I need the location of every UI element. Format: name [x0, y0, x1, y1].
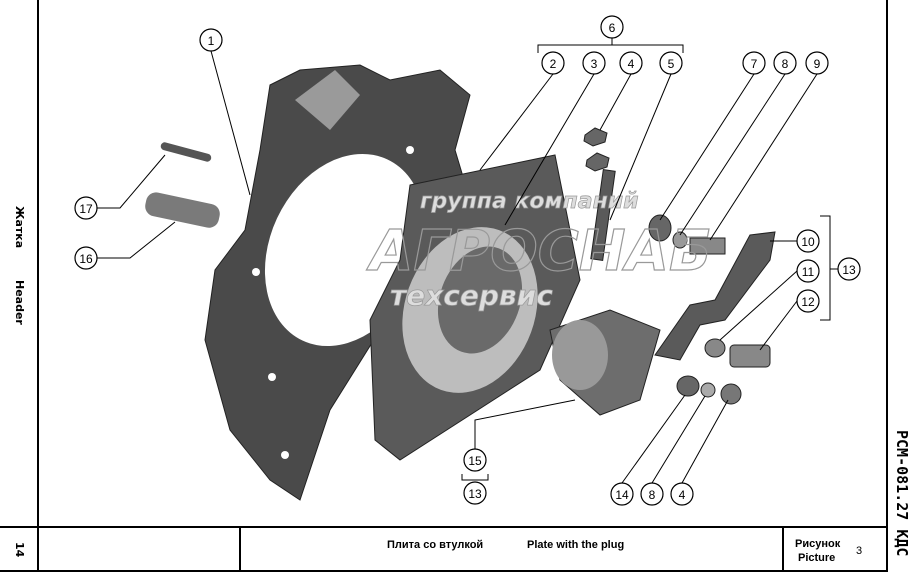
callout-8: 8: [640, 482, 664, 506]
callout-circle: [796, 259, 820, 283]
section-en: Header: [13, 280, 26, 325]
callout-1: 1: [199, 28, 223, 52]
fastener-parts: [583, 127, 776, 405]
callout-label: 16: [79, 252, 93, 266]
callout-label: 11: [802, 265, 815, 279]
callout-12: 12: [796, 289, 820, 313]
callout-label: 1: [208, 34, 215, 48]
callout-11: 11: [796, 259, 820, 283]
callout-label: 13: [842, 263, 856, 277]
page-number-cell: 14: [0, 528, 39, 572]
callout-circle: [600, 15, 624, 39]
watermark-bottom: техсервис: [390, 279, 553, 312]
plate-tab: [295, 70, 360, 130]
pin-16-part: [145, 192, 220, 228]
page-frame: [37, 0, 888, 572]
callout-17: 17: [74, 196, 98, 220]
watermark-top: группа компаний: [420, 189, 639, 214]
callout-circle: [837, 257, 861, 281]
callout-circle: [742, 51, 766, 75]
callout-label: 6: [609, 21, 616, 35]
callout-8: 8: [773, 51, 797, 75]
callout-label: 2: [550, 57, 557, 71]
document-code: РСМ-081.27 КДС: [893, 430, 911, 557]
callout-circle: [619, 51, 643, 75]
callout-5: 5: [659, 51, 683, 75]
callout-circle: [463, 481, 487, 505]
callout-label: 8: [649, 488, 656, 502]
callout-label: 10: [801, 235, 815, 249]
figure-label-ru: Рисунок: [795, 538, 841, 550]
watermark-logo: группа компаний АГРОСНАБ техсервис: [365, 189, 712, 313]
left-strip: Жатка Header: [0, 0, 37, 527]
blank-cell: [39, 528, 241, 572]
callout-circle: [74, 196, 98, 220]
callout-14: 14: [610, 482, 634, 506]
callout-4: 4: [670, 482, 694, 506]
callout-3: 3: [582, 51, 606, 75]
callout-7: 7: [742, 51, 766, 75]
callout-10: 10: [796, 229, 820, 253]
callout-label: 8: [782, 57, 789, 71]
callout-6: 6: [600, 15, 624, 39]
callout-label: 9: [814, 57, 821, 71]
callout-circle: [670, 482, 694, 506]
plate-bolt-holes: [252, 146, 414, 459]
callout-label: 17: [79, 202, 93, 216]
callout-label: 12: [801, 295, 815, 309]
cotter-17-part: [160, 142, 212, 162]
figure-number: 3: [856, 545, 863, 557]
title-en: Plate with the plug: [527, 539, 625, 551]
callout-label: 4: [679, 488, 686, 502]
callout-9: 9: [805, 51, 829, 75]
callout-label: 5: [668, 57, 675, 71]
title-block: 14 Плита со втулкой Plate with the plug …: [0, 526, 888, 572]
plug-face: [552, 320, 608, 390]
callout-15: 15: [463, 448, 487, 472]
figure-cell: Рисунок Picture 3: [784, 528, 888, 572]
flange-bore-inner: [437, 246, 523, 354]
callout-circle: [659, 51, 683, 75]
callout-label: 13: [468, 487, 482, 501]
callout-circle: [582, 51, 606, 75]
leader-lines: [97, 38, 838, 484]
section-ru: Жатка: [13, 206, 26, 249]
page-number: 14: [13, 542, 26, 558]
callout-2: 2: [541, 51, 565, 75]
callout-label: 3: [591, 57, 598, 71]
callout-label: 15: [468, 454, 482, 468]
callout-circle: [199, 28, 223, 52]
callout-label: 4: [628, 57, 635, 71]
callout-circle: [74, 246, 98, 270]
callout-circle: [610, 482, 634, 506]
callout-circle: [796, 289, 820, 313]
callout-circle: [463, 448, 487, 472]
callout-circle: [805, 51, 829, 75]
callout-circle: [640, 482, 664, 506]
callout-circle: [796, 229, 820, 253]
title-ru: Плита со втулкой: [387, 539, 484, 551]
callout-4: 4: [619, 51, 643, 75]
callout-13: 13: [463, 481, 487, 505]
watermark-main: АГРОСНАБ: [366, 219, 712, 284]
figure-label-en: Picture: [798, 552, 836, 564]
callout-label: 14: [615, 488, 629, 502]
callout-circle: [541, 51, 565, 75]
callout-16: 16: [74, 246, 98, 270]
callout-circle: [773, 51, 797, 75]
callout-label: 7: [751, 57, 758, 71]
title-cell: Плита со втулкой Plate with the plug: [241, 528, 784, 572]
callout-13: 13: [837, 257, 861, 281]
